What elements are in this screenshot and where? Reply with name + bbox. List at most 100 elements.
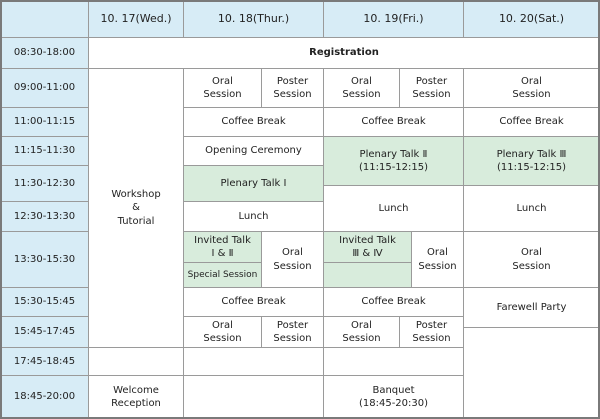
day-header-fri: 10. 19(Fri.)	[323, 0, 464, 38]
event-text: Ⅲ & Ⅳ	[352, 248, 383, 259]
coffee-break-cell: Coffee Break	[183, 287, 324, 317]
oral-session-cell: Oral Session	[261, 231, 324, 288]
event-text: Session	[342, 333, 381, 344]
oral-session-cell: Oral Session	[463, 68, 600, 108]
time-cell: 13:30-15:30	[0, 231, 89, 288]
welcome-reception-cell: Welcome Reception	[88, 375, 184, 419]
event-text: Session	[273, 89, 312, 100]
time-cell: 11:15-11:30	[0, 136, 89, 166]
empty-cell	[323, 347, 464, 376]
event-text: (18:45-20:30)	[358, 398, 429, 409]
plenary-talk-3-cell: Plenary Talk Ⅲ (11:15-12:15)	[463, 136, 600, 186]
plenary-talk-1-cell: Plenary Talk Ⅰ	[183, 165, 324, 202]
event-text: Session	[412, 89, 451, 100]
time-text: 11:15-11:30	[13, 145, 76, 157]
event-text: Plenary Talk Ⅰ	[220, 177, 287, 189]
opening-ceremony-cell: Opening Ceremony	[183, 136, 324, 166]
event-text: Oral	[427, 247, 448, 258]
empty-cell	[88, 347, 184, 376]
event-text: Session	[273, 333, 312, 344]
coffee-break-cell: Coffee Break	[463, 107, 600, 137]
time-cell: 08:30-18:00	[0, 37, 89, 69]
event-text: Oral	[212, 319, 233, 331]
event-text: Poster	[415, 75, 448, 87]
time-text: 09:00-11:00	[13, 82, 76, 94]
poster-session-cell: Poster Session	[261, 316, 324, 348]
poster-session-cell: Poster Session	[399, 68, 464, 108]
oral-session-cell: Oral Session	[323, 68, 400, 108]
event-text: Session	[418, 260, 457, 272]
event-text: Oral	[351, 75, 372, 87]
time-text: 13:30-15:30	[13, 253, 76, 265]
invited-talk-cell: Invited Talk Ⅰ & Ⅱ	[183, 231, 262, 263]
time-cell: 15:45-17:45	[0, 316, 89, 348]
event-text: (11:15-12:15)	[496, 162, 567, 173]
registration-text: Registration	[309, 47, 379, 59]
event-text: Session	[342, 89, 381, 100]
event-text: Coffee Break	[499, 116, 564, 128]
time-text: 15:45-17:45	[13, 326, 76, 338]
time-cell: 11:00-11:15	[0, 107, 89, 137]
farewell-party-cell: Farewell Party	[463, 287, 600, 328]
time-cell: 09:00-11:00	[0, 68, 89, 108]
oral-session-cell: Oral Session	[183, 68, 262, 108]
event-text: (11:15-12:15)	[358, 162, 429, 173]
event-text: Session	[203, 89, 242, 100]
time-cell: 12:30-13:30	[0, 201, 89, 232]
empty-green-cell	[323, 262, 412, 288]
event-text: Lunch	[516, 202, 547, 214]
event-text: Lunch	[378, 202, 409, 214]
lunch-cell: Lunch	[323, 185, 464, 232]
event-text: Ⅰ & Ⅱ	[211, 248, 234, 259]
event-text: Coffee Break	[221, 296, 286, 308]
coffee-break-cell: Coffee Break	[323, 287, 464, 317]
coffee-break-cell: Coffee Break	[183, 107, 324, 137]
corner-cell	[0, 0, 89, 38]
time-cell: 11:30-12:30	[0, 165, 89, 202]
time-text: 11:00-11:15	[13, 116, 76, 128]
event-text: Session	[203, 333, 242, 344]
event-text: Session	[273, 260, 312, 272]
time-cell: 17:45-18:45	[0, 347, 89, 376]
empty-cell	[463, 327, 600, 419]
event-text: Session	[512, 89, 551, 100]
event-text: Plenary Talk Ⅲ	[496, 148, 567, 160]
time-text: 08:30-18:00	[13, 47, 76, 59]
event-text: Session	[412, 333, 451, 344]
event-text: Oral	[212, 75, 233, 87]
event-text: Coffee Break	[361, 116, 426, 128]
day-header-sat: 10. 20(Sat.)	[463, 0, 600, 38]
event-text: Tutorial	[117, 215, 155, 227]
event-text: &	[132, 202, 140, 214]
registration-cell: Registration	[88, 37, 600, 69]
day-header-thu: 10. 18(Thur.)	[183, 0, 324, 38]
poster-session-cell: Poster Session	[399, 316, 464, 348]
event-text: Poster	[276, 75, 309, 87]
event-text: Special Session	[187, 269, 258, 280]
event-text: Welcome	[113, 384, 159, 396]
event-text: Poster	[276, 319, 309, 331]
day-header-text: 10. 18(Thur.)	[217, 11, 290, 25]
event-text: Oral	[521, 75, 542, 87]
event-text: Opening Ceremony	[205, 145, 302, 157]
time-text: 18:45-20:00	[13, 391, 76, 403]
invited-talk-cell: Invited Talk Ⅲ & Ⅳ	[323, 231, 412, 263]
oral-session-cell: Oral Session	[463, 231, 600, 288]
day-header-wed: 10. 17(Wed.)	[88, 0, 184, 38]
event-text: Plenary Talk Ⅱ	[359, 148, 428, 160]
banquet-cell: Banquet (18:45-20:30)	[323, 375, 464, 419]
time-cell: 15:30-15:45	[0, 287, 89, 317]
event-text: Coffee Break	[221, 116, 286, 128]
oral-session-cell: Oral Session	[411, 231, 464, 288]
empty-cell	[183, 347, 324, 376]
day-header-text: 10. 17(Wed.)	[100, 11, 172, 25]
event-text: Banquet	[372, 384, 415, 396]
event-text: Poster	[415, 319, 448, 331]
event-text: Invited Talk	[339, 234, 396, 246]
plenary-talk-2-cell: Plenary Talk Ⅱ (11:15-12:15)	[323, 136, 464, 186]
time-text: 11:30-12:30	[13, 177, 76, 189]
event-text: Workshop	[111, 188, 161, 200]
oral-session-cell: Oral Session	[183, 316, 262, 348]
event-text: Farewell Party	[496, 301, 567, 313]
